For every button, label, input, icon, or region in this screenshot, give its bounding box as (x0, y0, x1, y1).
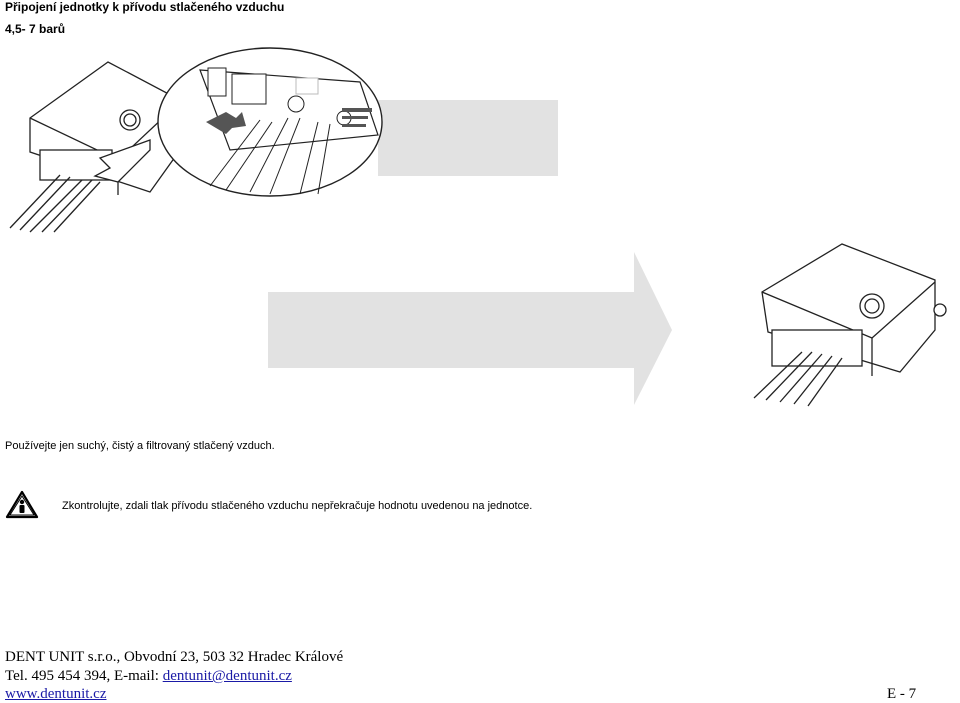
pressure-range: 4,5- 7 barů (5, 22, 66, 36)
footer-web-link[interactable]: www.dentunit.cz (5, 686, 107, 702)
unit-after (753, 243, 947, 407)
page-title: Připojení jednotky k přívodu stlačeného … (5, 0, 285, 14)
page-number: E - 7 (887, 686, 917, 702)
footer-email-link[interactable]: dentunit@dentunit.cz (162, 668, 292, 684)
note-dry-air: Používejte jen suchý, čistý a filtrovaný… (5, 440, 275, 452)
footer-web: www.dentunit.cz (5, 686, 107, 703)
footer-company: DENT UNIT s.r.o., Obvodní 23, 503 32 Hra… (5, 649, 344, 665)
right-arrow-graphic (268, 100, 672, 405)
unit-before (9, 61, 181, 233)
note-pressure-check: Zkontrolujte, zdali tlak přívodu stlačen… (62, 500, 533, 512)
detail-zoom (157, 47, 383, 197)
insert-arrow (93, 139, 151, 183)
footer-contact: Tel. 495 454 394, E-mail: dentunit@dentu… (5, 668, 292, 685)
footer-tel: Tel. 495 454 394, E-mail: (5, 668, 163, 684)
warning-triangle-person-icon (5, 490, 39, 519)
